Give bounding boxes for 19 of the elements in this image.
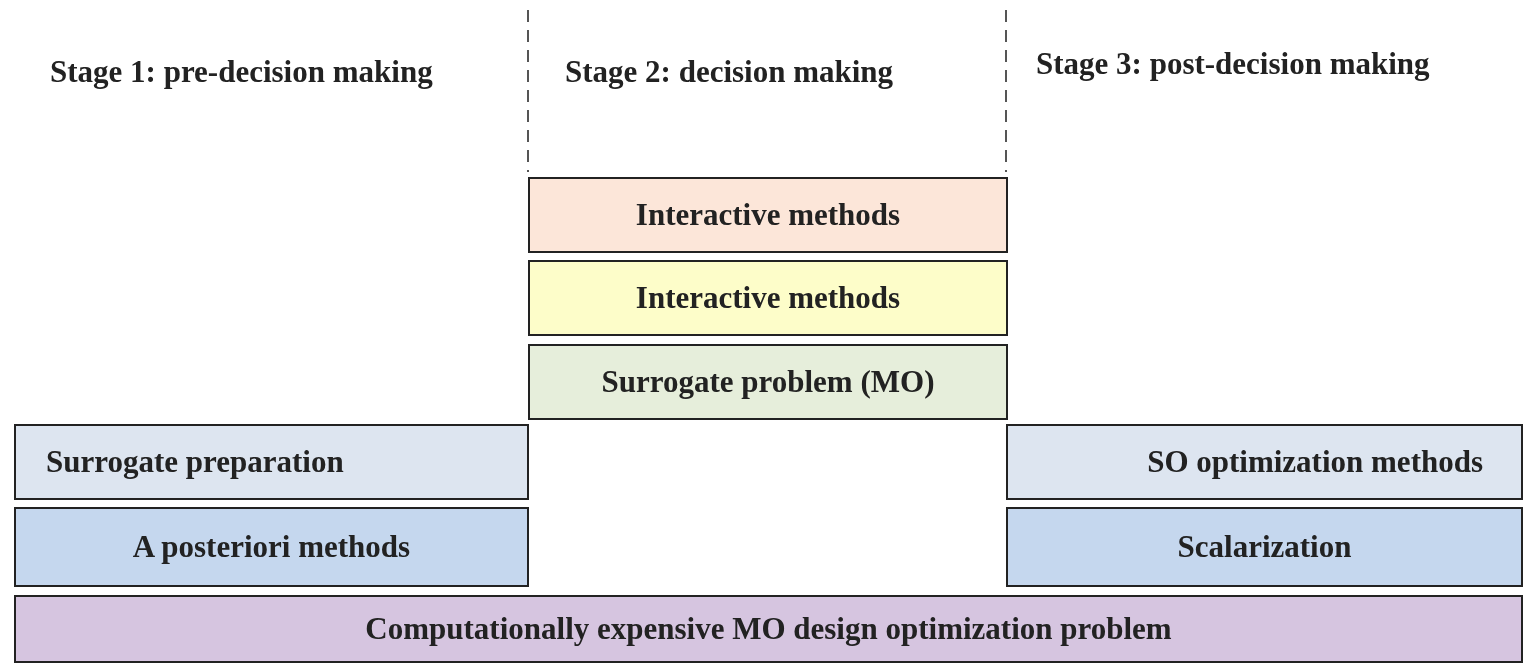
box-label: Computationally expensive MO design optimization problem bbox=[365, 611, 1172, 647]
stage-heading: Stage 1: pre-decision making bbox=[50, 54, 434, 90]
box-label: Interactive methods bbox=[635, 197, 901, 233]
box-label: Surrogate problem (MO) bbox=[601, 364, 935, 400]
problem-box bbox=[528, 344, 1008, 420]
stage-heading: Stage 2: decision making bbox=[565, 54, 895, 90]
method-box bbox=[528, 260, 1008, 336]
box-label: Surrogate preparation bbox=[46, 444, 344, 480]
preparation-box bbox=[14, 424, 529, 500]
method-box bbox=[1006, 507, 1523, 587]
method-box bbox=[528, 177, 1008, 253]
box-label: SO optimization methods bbox=[1147, 444, 1483, 480]
box-label: A posteriori methods bbox=[132, 529, 411, 565]
problem-box bbox=[14, 595, 1523, 663]
box-label: Scalarization bbox=[1177, 529, 1352, 565]
method-box bbox=[14, 507, 529, 587]
stage-heading: Stage 3: post-decision making bbox=[1036, 46, 1431, 82]
method-box bbox=[1006, 424, 1523, 500]
box-label: Interactive methods bbox=[635, 280, 901, 316]
